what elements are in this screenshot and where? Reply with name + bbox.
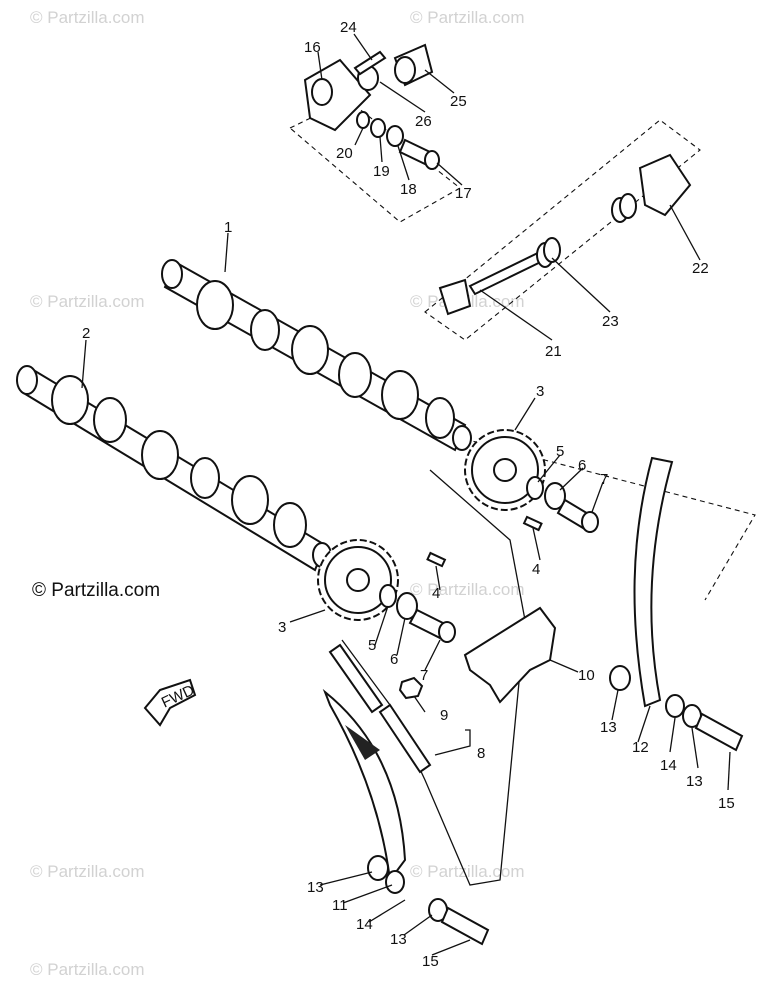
tensioner-group-outline bbox=[289, 99, 461, 223]
tensioner-assembly bbox=[303, 43, 440, 170]
callouts: 1 2 3 3 4 4 5 5 6 6 7 7 8 9 10 11 12 13 … bbox=[82, 19, 735, 970]
dowel-pin bbox=[522, 515, 543, 532]
callout-8: 8 bbox=[477, 745, 485, 762]
callout-17: 17 bbox=[455, 185, 472, 202]
watermark: © Partzilla.com bbox=[410, 8, 525, 27]
washer bbox=[367, 855, 389, 881]
camshaft-upper bbox=[161, 259, 472, 452]
callout-7: 7 bbox=[600, 471, 608, 488]
callout-13: 13 bbox=[390, 931, 407, 948]
callout-6: 6 bbox=[390, 651, 398, 668]
callout-18: 18 bbox=[400, 181, 417, 198]
collar bbox=[665, 694, 685, 718]
callout-14: 14 bbox=[356, 916, 373, 933]
watermark: © Partzilla.com bbox=[30, 960, 145, 979]
camshaft-lower bbox=[16, 365, 332, 572]
callout-2: 2 bbox=[82, 325, 90, 342]
sprocket-lower bbox=[317, 539, 399, 621]
chain-guide-upper bbox=[463, 606, 557, 704]
callout-14: 14 bbox=[660, 757, 677, 774]
callout-4: 4 bbox=[532, 561, 540, 578]
bolt bbox=[440, 906, 490, 946]
tensioner-guide bbox=[322, 688, 407, 883]
callout-5: 5 bbox=[556, 443, 564, 460]
callout-26: 26 bbox=[415, 113, 432, 130]
callout-9: 9 bbox=[440, 707, 448, 724]
callout-25: 25 bbox=[450, 93, 467, 110]
callout-13: 13 bbox=[307, 879, 324, 896]
bolt bbox=[694, 712, 744, 752]
guide-shading bbox=[345, 725, 380, 760]
watermark: © Partzilla.com bbox=[30, 862, 145, 881]
chain-links bbox=[378, 703, 432, 774]
callout-13: 13 bbox=[600, 719, 617, 736]
chain-links bbox=[328, 643, 384, 714]
callout-12: 12 bbox=[632, 739, 649, 756]
watermark: © Partzilla.com bbox=[410, 862, 525, 881]
callout-6: 6 bbox=[578, 457, 586, 474]
nut bbox=[398, 676, 424, 700]
chain-guide-right bbox=[633, 456, 674, 708]
callout-3: 3 bbox=[536, 383, 544, 400]
callout-19: 19 bbox=[373, 163, 390, 180]
dowel-pin bbox=[426, 551, 447, 568]
tensioner-rod-assembly bbox=[438, 153, 692, 316]
callout-13: 13 bbox=[686, 773, 703, 790]
sprocket-hardware-lower bbox=[379, 584, 456, 643]
tensioner-rod-group-outline bbox=[424, 119, 701, 341]
callout-16: 16 bbox=[304, 39, 321, 56]
callout-23: 23 bbox=[602, 313, 619, 330]
watermark: © Partzilla.com bbox=[30, 8, 145, 27]
leader-lines bbox=[81, 33, 731, 956]
washer bbox=[609, 665, 631, 691]
copyright-credit: © Partzilla.com bbox=[32, 580, 161, 601]
callout-4: 4 bbox=[432, 585, 440, 602]
callout-22: 22 bbox=[692, 260, 709, 277]
callout-7: 7 bbox=[420, 667, 428, 684]
sprocket-upper bbox=[464, 429, 546, 511]
callout-11: 11 bbox=[332, 897, 348, 914]
callout-15: 15 bbox=[422, 953, 439, 970]
callout-10: 10 bbox=[578, 667, 595, 684]
callout-21: 21 bbox=[545, 343, 562, 360]
forward-arrow: FWD bbox=[143, 678, 197, 727]
collar bbox=[385, 870, 405, 894]
callout-20: 20 bbox=[336, 145, 353, 162]
callout-3: 3 bbox=[278, 619, 286, 636]
callout-5: 5 bbox=[368, 637, 376, 654]
callout-24: 24 bbox=[340, 19, 357, 36]
callout-15: 15 bbox=[718, 795, 735, 812]
watermark: © Partzilla.com bbox=[30, 292, 145, 311]
callout-1: 1 bbox=[224, 219, 232, 236]
